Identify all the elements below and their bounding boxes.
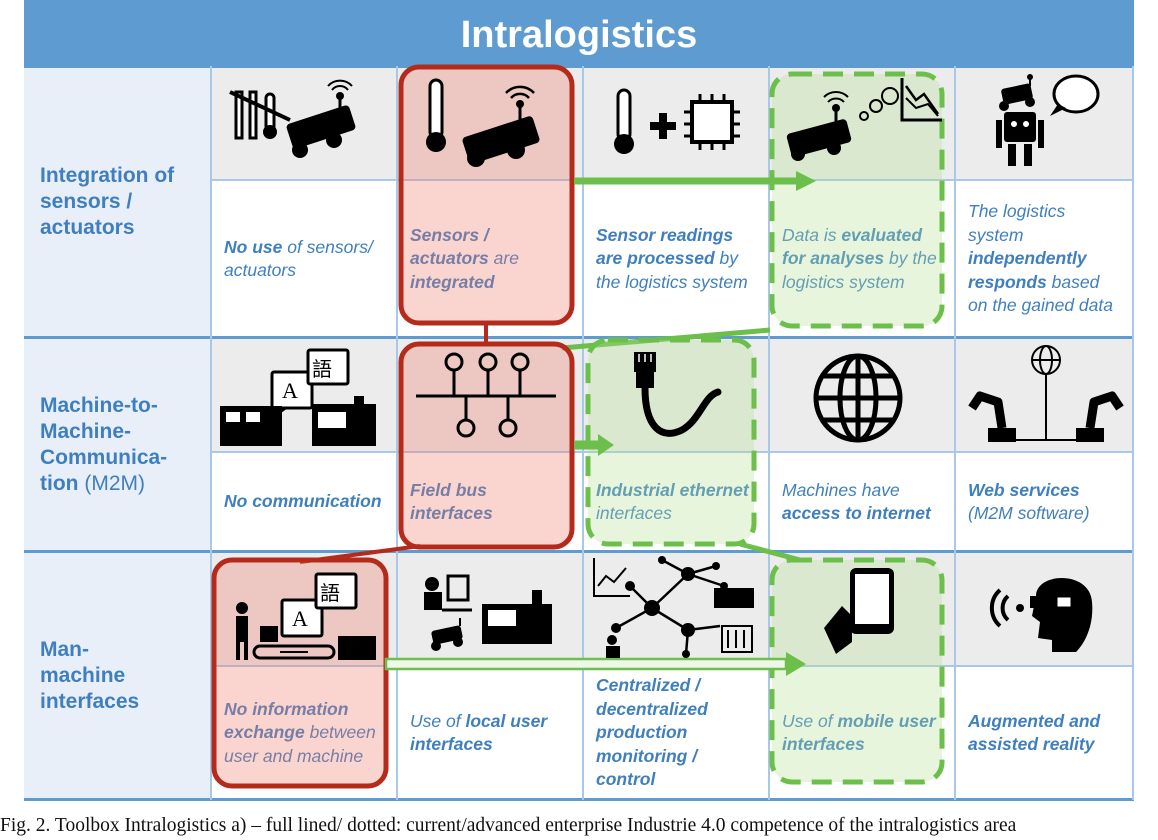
column-divider [396, 66, 398, 800]
svg-text:A: A [292, 606, 308, 631]
cell-divider [212, 451, 1134, 453]
cell-3-4: Use of mobile user interfaces [770, 667, 954, 799]
crossed-sensors-robot-icon [229, 79, 356, 158]
cell-text: Use of [410, 710, 466, 731]
cell-1-3: Sensor readings are processed by the log… [584, 181, 768, 337]
cell-strong: No information exchange [224, 699, 348, 743]
cell-strong: Industrial ethernet [596, 480, 749, 500]
column-divider [1132, 66, 1134, 800]
row-divider [24, 550, 1134, 553]
diagram-title: Intralogistics [24, 0, 1134, 66]
svg-text:A: A [282, 378, 298, 403]
svg-text:語: 語 [320, 581, 340, 605]
globe-icon [813, 353, 903, 443]
cell-3-1: No information exchange between user and… [212, 667, 396, 799]
column-divider [210, 66, 212, 800]
row-label-wrapper: Machine-to-Machine-Communica-tion (M2M) [40, 393, 200, 497]
cell-text: of sensors/ actuators [224, 236, 373, 281]
arrow-head [796, 171, 816, 191]
mobile-hand-icon [824, 568, 894, 654]
row-label-m2m: Machine-to-Machine-Communica-tion (M2M) [24, 339, 210, 551]
figure-caption: Fig. 2. Toolbox Intralogistics a) – full… [0, 815, 1017, 836]
cell-strong: access to internet [782, 503, 931, 523]
cell-2-5: Web services (M2M software) [956, 453, 1134, 551]
cell-strong: Sensor readings are processed [596, 224, 734, 269]
cell-strong: Sensors / actuators [410, 225, 489, 269]
cell-strong: Centralized / decentralized production m… [596, 675, 708, 790]
cell-text: Use of [782, 711, 837, 731]
row-label-text: Integration of sensors / actuators [40, 164, 175, 239]
network-monitoring-icon [593, 556, 754, 658]
cell-text: based on the gained data [968, 271, 1113, 316]
robot-speech-bubble-icon [996, 74, 1100, 166]
arrow-head [598, 434, 614, 456]
arrow-head [786, 652, 806, 676]
cell-strong: mobile user interfaces [782, 711, 936, 755]
row-divider [24, 336, 1134, 339]
thermometer-plus-chip-icon [614, 88, 740, 154]
ethernet-cable-icon [634, 352, 722, 437]
cell-text: are [489, 248, 519, 268]
cell-strong: local user interfaces [410, 710, 548, 755]
cell-text: by the logistics system [596, 248, 748, 292]
cell-1-1: No use of sensors/ actuators [212, 181, 396, 337]
cell-text: interfaces [596, 503, 672, 523]
row-label-sensors: Integration of sensors / actuators [24, 67, 210, 337]
column-divider [954, 66, 956, 800]
advanced-competence-box [769, 557, 945, 785]
cell-text: by the logistics system [782, 248, 937, 292]
column-divider [768, 66, 770, 800]
translation-machines-icon: A 語 [220, 348, 376, 446]
column-divider [582, 66, 584, 800]
cell-strong: No use [224, 236, 283, 257]
cell-strong: independently responds [968, 248, 1087, 292]
ar-headset-icon [989, 577, 1093, 652]
field-bus-icon [416, 352, 556, 438]
cell-strong: Field bus interfaces [410, 480, 493, 524]
row-label-hmi: Man-machine interfaces [24, 553, 210, 799]
cell-strong: integrated [410, 272, 495, 292]
cell-3-3: Centralized / decentralized production m… [584, 667, 768, 799]
cell-1-5: The logistics system independently respo… [956, 181, 1134, 337]
row-label-extra: (M2M) [84, 472, 145, 495]
cell-strong: Web services [968, 479, 1080, 500]
cell-strong: Augmented and assisted reality [968, 710, 1101, 755]
worker-conveyor-icon: A 語 [236, 572, 376, 660]
cell-strong: No communication [224, 491, 382, 512]
thermometer-robot-icon [426, 78, 540, 167]
cell-1-4: Data is evaluated for analyses by the lo… [770, 181, 954, 337]
progression-arrow [384, 657, 788, 671]
advanced-connector [739, 541, 801, 563]
row-divider [24, 66, 1134, 68]
current-competence-box [211, 557, 389, 789]
cell-text: Machines have [782, 479, 900, 500]
cell-2-3: Industrial ethernet interfaces [584, 453, 768, 551]
cell-strong: evaluated for analyses [782, 225, 922, 269]
robot-arms-globe-icon [968, 345, 1124, 442]
cell-2-2: Field bus interfaces [398, 453, 582, 551]
cell-text: between user and machine [224, 722, 376, 766]
cell-3-2: Use of local user interfaces [398, 667, 582, 799]
row-label-text: Man-machine interfaces [40, 638, 140, 713]
workstation-robot-icon [424, 574, 552, 651]
cell-text: (M2M software) [968, 503, 1090, 523]
cell-3-5: Augmented and assisted reality [956, 667, 1134, 799]
row-label-text: Machine-to-Machine-Communica-tion [40, 394, 168, 495]
cell-text: The logistics system [968, 201, 1066, 245]
row-divider [24, 798, 1134, 801]
svg-text:語: 語 [312, 357, 332, 381]
cell-2-4: Machines have access to internet [770, 453, 954, 551]
cell-1-2: Sensors / actuators are integrated [398, 181, 582, 337]
robot-thinking-chart-icon [786, 78, 942, 161]
cell-2-1: No communication [212, 453, 396, 551]
cell-text: Data is [782, 225, 841, 245]
